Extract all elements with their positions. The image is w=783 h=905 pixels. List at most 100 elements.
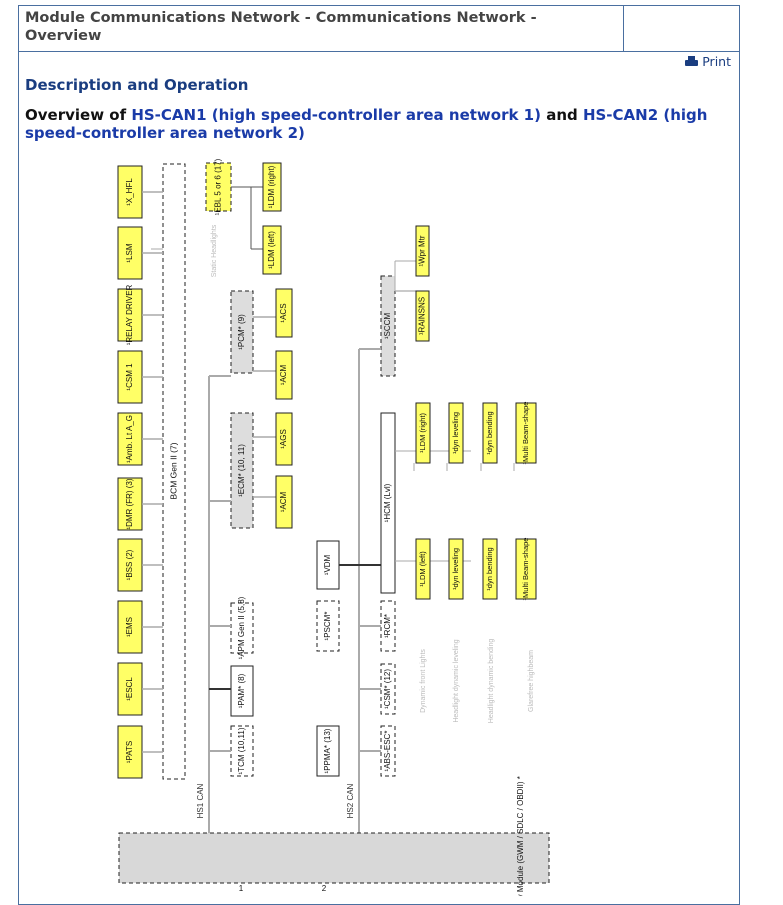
abs-module-label: ¹ABS-ESC* [383,731,392,772]
gateway-module [118,832,550,884]
abs-module [380,725,396,777]
right-top-module-0 [415,402,431,464]
right-top-module-1 [448,402,464,464]
overview-prefix: Overview of [25,106,132,124]
hs1-can-label: HS1 CAN [196,783,205,818]
pcm-module [230,290,254,374]
caption-0: Dynamic front Lights [420,649,427,713]
ecm-module [230,412,254,529]
print-button[interactable]: Print [685,54,731,69]
right-top-module-1-label: ¹dyn leveling [451,412,460,454]
document-page: Module Communications Network - Communic… [18,5,740,905]
hs-can2-link[interactable]: HS-CAN2 (high speed-controller area netw… [25,106,708,142]
left-module-6-label: ¹BSS (2) [125,549,134,580]
ags-module-label: ¹AGS [279,429,288,449]
rain-sensor-module [415,290,430,342]
left-module-4 [117,412,143,466]
page-title: Module Communications Network - Communic… [19,6,624,51]
acm2-module [275,475,293,529]
right-top-module-3-label: ¹Multi Beam-shape [521,402,530,465]
apm-module-label: ¹APM Gen II (5,8) [237,596,246,659]
caption-3: Glarefree highbeam [528,650,535,712]
gateway-label: Gateway Module (GWM / SDLC / OBDII) * [516,776,525,896]
ebl-module-label: ¹EBL 5 or 6 (17) [214,158,223,215]
ebl-module [205,162,232,212]
left-module-5 [117,477,143,531]
header-blank-cell [624,6,739,51]
left-module-7-label: ¹EMS [125,617,134,637]
ecm-module-label: ¹ECM* (10, 11) [237,444,246,497]
sccm-module-label: ¹SCCM [383,313,392,340]
static-headlights-caption: Static Headlights [211,224,218,277]
printer-icon [685,56,699,67]
network-diagram: BCM Gen II (7) ¹X_HFL ¹LSM ¹RELAY DRIVER ¹CS… [117,158,550,896]
right-top-module-2-label: ¹dyn bending [485,411,494,454]
csm-module [380,663,396,715]
caption-1: Headlight dynamic leveling [453,639,460,722]
left-module-9-label: ¹PATS [125,741,134,763]
ldm-left-module [262,225,282,275]
csm-module-label: ¹CSM* (12) [383,669,392,709]
right-bottom-module-0 [415,538,431,600]
ppma-module [316,725,340,777]
overview-middle: and [540,106,583,124]
acm-module [275,350,293,400]
rcm-module [380,600,396,652]
right-bottom-module-2 [482,538,498,600]
bottom-label-2: 2 [322,884,327,893]
page-header: Module Communications Network - Communic… [19,6,739,52]
vdm-module-label: ¹VDM [323,554,332,575]
hcm-module [380,412,396,594]
right-top-module-0-label: ¹LDM (right) [418,413,427,454]
bottom-label-1: 1 [239,884,244,893]
acs-module-label: ¹ACS [279,303,288,322]
ldm-right-module [262,162,282,212]
acm-module-label: ¹ACM [279,364,288,385]
right-bottom-module-1 [448,538,464,600]
ags-module [275,412,293,466]
caption-2: Headlight dynamic bending [488,639,495,724]
pscm-module [316,600,340,652]
acm2-module-label: ¹ACM [279,491,288,512]
left-module-1-label: ¹LSM [125,243,134,262]
right-top-module-2 [482,402,498,464]
ppma-module-label: ¹PPMA* (13) [323,728,332,773]
left-module-2 [117,288,143,342]
left-module-3-label: ¹CSM 1 [125,363,134,391]
rain-sensor-module-label: ¹RAINSNS [418,297,427,335]
wiper-motor-module-label: ¹Wpr Mtr [418,235,427,266]
ldm-right-module-label: ¹LDM (right) [267,165,276,208]
left-module-4-label: ¹Amb. Lt A_G [125,415,134,463]
sccm-module [380,275,396,377]
hcm-module-label: ¹HCM (Lvl) [383,483,392,522]
right-bottom-module-3 [515,538,537,600]
left-module-5-label: ¹DMR (FR) (3) [125,478,134,529]
pam-module-label: ¹PAM* (8) [237,673,246,708]
print-label: Print [702,54,731,69]
overview-heading: Overview of HS-CAN1 (high speed-controll… [25,106,730,142]
bcm-label: BCM Gen II (7) [168,442,178,499]
left-module-0-label: ¹X_HFL [125,178,134,206]
acs-module [275,288,293,338]
right-bottom-module-1-label: ¹dyn leveling [451,548,460,590]
section-title: Description and Operation [25,76,249,94]
pam-module [230,665,254,717]
bcm-box [162,163,186,780]
apm-module [230,602,254,654]
right-bottom-module-0-label: ¹LDM (left) [418,551,427,587]
pscm-module-label: ¹PSCM* [323,612,332,641]
pcm-module-label: ¹PCM* (9) [237,314,246,350]
left-module-8-label: ¹ESCL [125,677,134,701]
right-top-module-3 [515,402,537,464]
left-module-9 [117,725,143,779]
left-module-7 [117,600,143,654]
ldm-left-module-label: ¹LDM (left) [267,231,276,269]
tcm-module-label: ¹TCM (10,11) [237,727,246,774]
left-module-8 [117,662,143,716]
right-bottom-module-3-label: ¹Multi Beam-shape [521,538,530,601]
hs-can1-link[interactable]: HS-CAN1 (high speed-controller area netw… [131,106,541,124]
hs2-can-label: HS2 CAN [346,783,355,818]
rcm-module-label: ¹RCM* [383,614,392,638]
right-bottom-module-2-label: ¹dyn bending [485,547,494,590]
left-module-2-label: ¹RELAY DRIVER [125,284,134,345]
